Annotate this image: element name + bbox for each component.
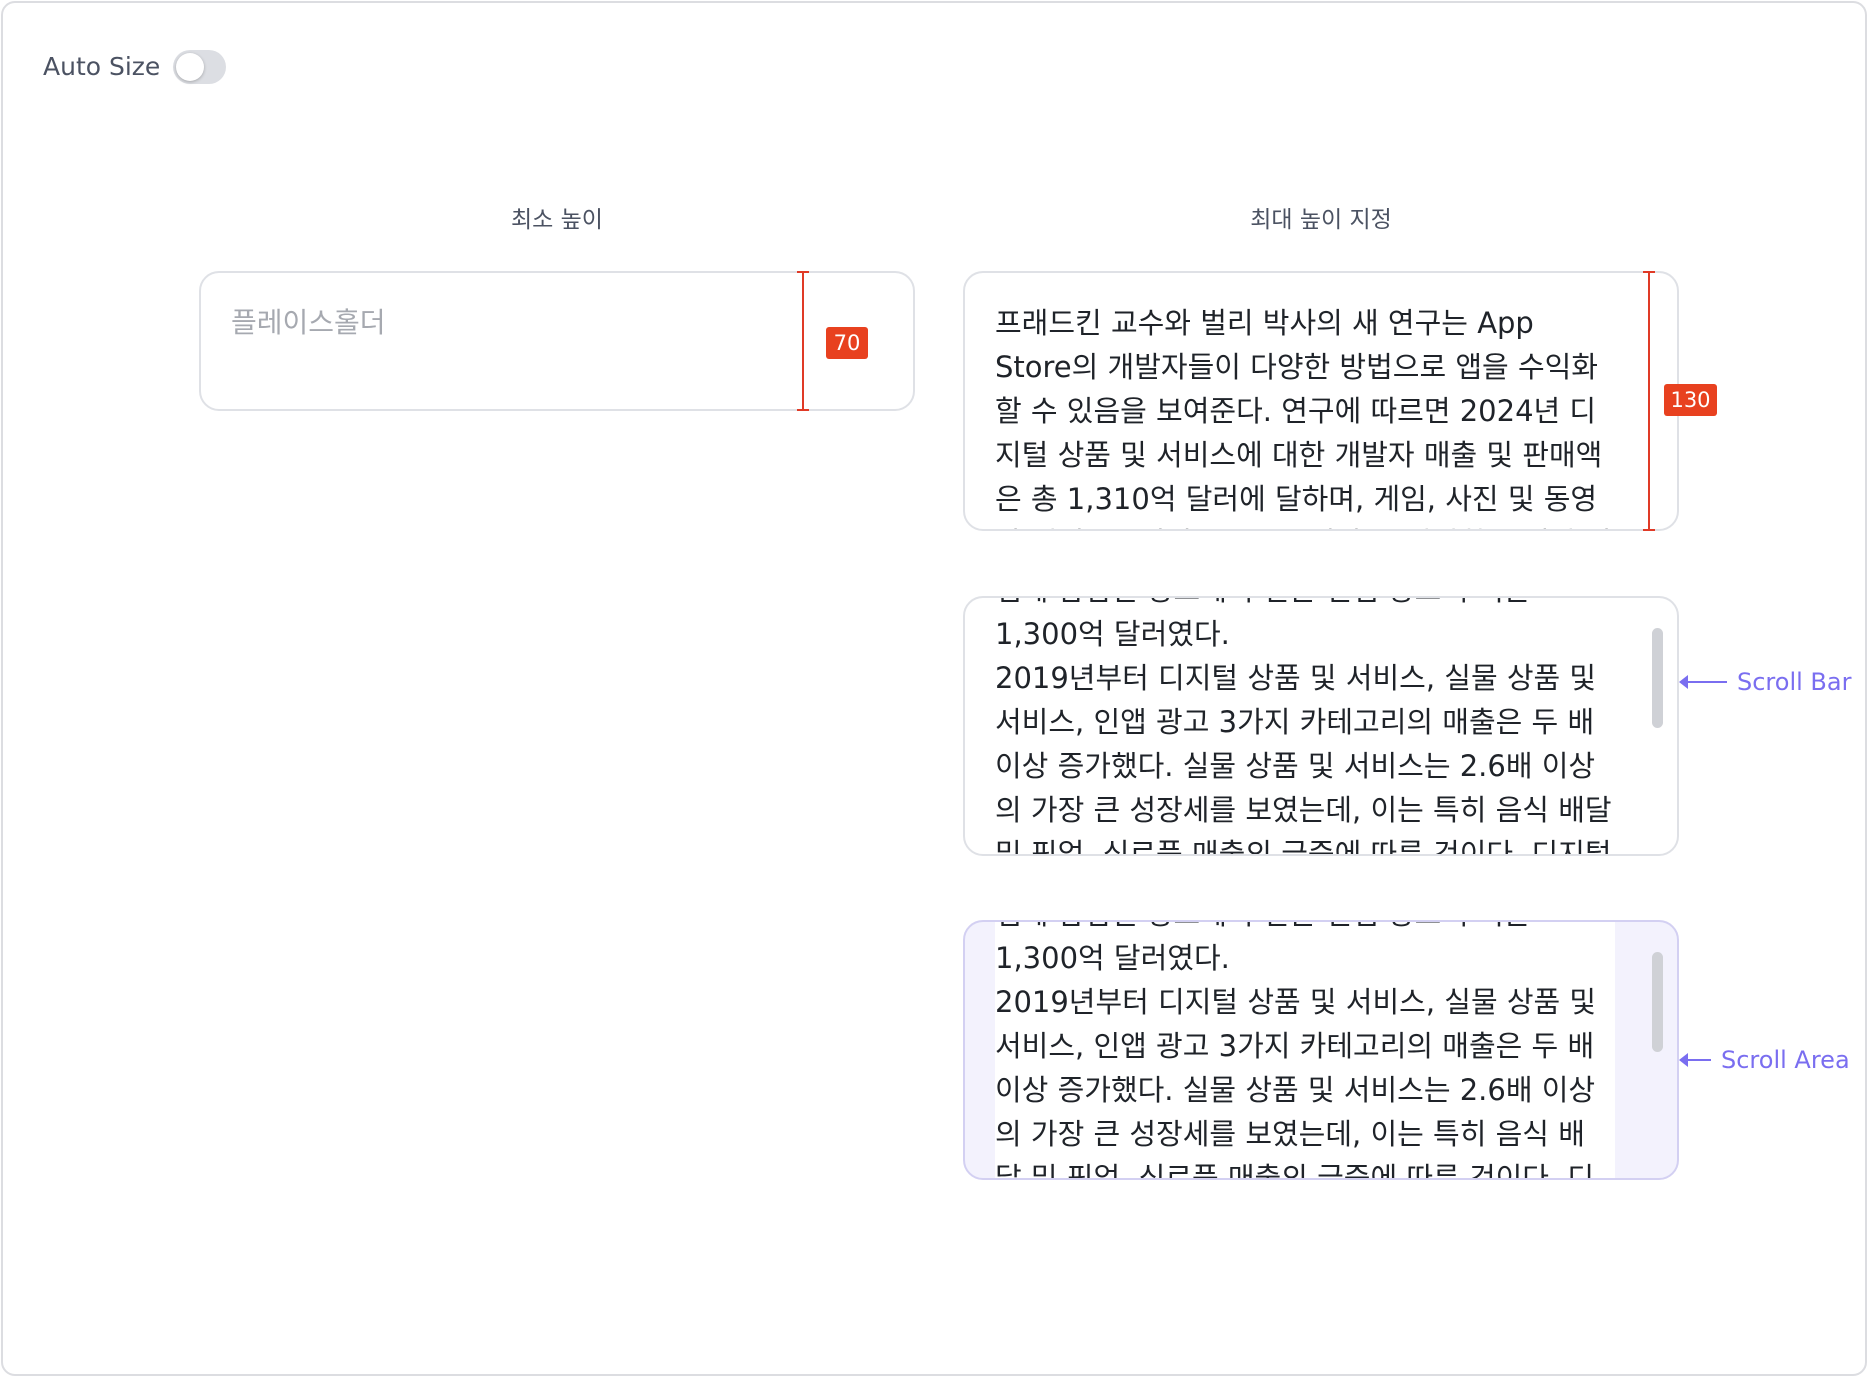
textarea-content: 프래드킨 교수와 벌리 박사의 새 연구는 App Store의 개발자들이 다… xyxy=(995,306,1612,529)
dimension-tick-top xyxy=(1643,271,1655,273)
max-height-textarea[interactable]: 프래드킨 교수와 벌리 박사의 새 연구는 App Store의 개발자들이 다… xyxy=(963,271,1679,531)
dimension-tick-top xyxy=(797,271,809,273)
scrollbar-thumb[interactable] xyxy=(1652,628,1663,728)
min-height-textarea[interactable]: 플레이스홀더 xyxy=(199,271,915,411)
scrolled-textarea[interactable]: 앱에 삽입된 광고에서 얻은 인앱 광고 수익은 1,300억 달러였다. 20… xyxy=(963,596,1679,856)
dimension-tick-bottom xyxy=(797,409,809,411)
annotation-label: Scroll Area xyxy=(1721,1046,1850,1074)
min-height-badge: 70 xyxy=(826,327,868,359)
arrow-left-icon xyxy=(1679,1053,1711,1067)
auto-size-label: Auto Size xyxy=(43,52,161,81)
scroll-area-textarea[interactable]: 앱에 삽입된 광고에서 얻은 인앱 광고 수익은 1,300억 달러였다. 20… xyxy=(963,920,1679,1180)
scrollbar-thumb[interactable] xyxy=(1652,952,1663,1052)
scroll-bar-annotation: Scroll Bar xyxy=(1679,665,1871,699)
annotation-label: Scroll Bar xyxy=(1737,668,1852,696)
auto-size-toggle[interactable] xyxy=(173,50,226,84)
min-height-dimension-line xyxy=(802,271,804,411)
min-height-heading: 최소 높이 xyxy=(511,207,603,233)
dimension-tick-bottom xyxy=(1643,529,1655,531)
max-height-dimension-line xyxy=(1648,271,1650,531)
textarea-content: 앱에 삽입된 광고에서 얻은 인앱 광고 수익은 1,300억 달러였다. 20… xyxy=(995,598,1612,856)
scroll-area-annotation: Scroll Area xyxy=(1679,1043,1871,1077)
max-height-badge: 130 xyxy=(1664,384,1717,416)
textarea-content: 앱에 삽입된 광고에서 얻은 인앱 광고 수익은 1,300억 달러였다. 20… xyxy=(995,922,1615,1178)
textarea-placeholder: 플레이스홀더 xyxy=(231,306,386,339)
toggle-knob xyxy=(176,53,204,81)
max-height-heading: 최대 높이 지정 xyxy=(1250,207,1392,233)
arrow-left-icon xyxy=(1679,675,1727,689)
